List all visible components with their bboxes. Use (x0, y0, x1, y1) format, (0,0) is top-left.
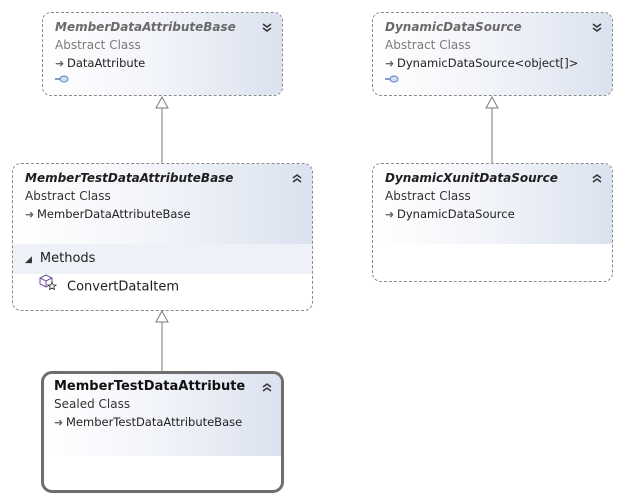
base-class-name: DynamicDataSource<object[]> (397, 56, 579, 70)
collapse-triangle-icon[interactable]: ◢ (25, 255, 32, 265)
base-class-line: ➜DataAttribute (55, 54, 270, 73)
section-label: Methods (39, 251, 96, 266)
base-class-line: ➜DynamicDataSource (385, 205, 600, 224)
base-class-name: DataAttribute (67, 56, 146, 70)
inherits-arrow-icon: ➜ (385, 208, 395, 221)
methods-section-header[interactable]: ◢ Methods (13, 244, 312, 274)
method-name: ConvertDataItem (67, 279, 180, 295)
class-header: DynamicXunitDataSource Abstract Class ➜D… (373, 164, 612, 244)
interface-lollipop-icon (55, 73, 270, 83)
class-box-dynamic-xunit-data-source[interactable]: DynamicXunitDataSource Abstract Class ➜D… (372, 163, 613, 282)
inherits-arrow-icon: ➜ (25, 208, 35, 221)
class-name: MemberDataAttributeBase (55, 20, 236, 34)
class-header: MemberTestDataAttribute Sealed Class ➜Me… (44, 374, 281, 456)
class-kind: Abstract Class (25, 189, 111, 203)
inheritance-arrowhead-mtdab (155, 309, 169, 323)
inheritance-arrowhead-mdab (155, 95, 169, 109)
base-class-name: DynamicDataSource (397, 207, 515, 221)
inherits-arrow-icon: ➜ (54, 416, 64, 429)
class-name: DynamicDataSource (385, 20, 522, 34)
inherits-arrow-icon: ➜ (385, 57, 395, 70)
class-name: MemberTestDataAttribute (54, 379, 246, 394)
base-class-line: ➜MemberTestDataAttributeBase (54, 413, 271, 432)
interface-lollipop-icon (385, 73, 600, 83)
collapse-chevron-icon[interactable] (291, 170, 303, 183)
class-box-member-test-data-attribute-base[interactable]: MemberTestDataAttributeBase Abstract Cla… (12, 163, 313, 311)
class-header: DynamicDataSource Abstract Class ➜Dynami… (373, 13, 612, 95)
method-item[interactable]: ConvertDataItem (13, 274, 312, 300)
class-kind: Sealed Class (54, 397, 131, 411)
base-class-line: ➜DynamicDataSource<object[]> (385, 54, 600, 73)
base-class-line: ➜MemberDataAttributeBase (25, 205, 300, 224)
class-kind: Abstract Class (55, 38, 141, 52)
abstract-method-icon (39, 274, 58, 300)
class-kind: Abstract Class (385, 38, 471, 52)
expand-chevron-icon[interactable] (591, 19, 603, 32)
class-box-dynamic-data-source[interactable]: DynamicDataSource Abstract Class ➜Dynami… (372, 12, 613, 96)
collapse-chevron-icon[interactable] (591, 170, 603, 183)
class-name: MemberTestDataAttributeBase (25, 171, 234, 185)
class-box-member-data-attribute-base[interactable]: MemberDataAttributeBase Abstract Class ➜… (42, 12, 283, 96)
class-kind: Abstract Class (385, 189, 471, 203)
base-class-name: MemberTestDataAttributeBase (66, 415, 243, 429)
class-header: MemberTestDataAttributeBase Abstract Cla… (13, 164, 312, 244)
base-class-name: MemberDataAttributeBase (37, 207, 191, 221)
class-header: MemberDataAttributeBase Abstract Class ➜… (43, 13, 282, 95)
inheritance-arrowhead-dds (485, 95, 499, 109)
expand-chevron-icon[interactable] (261, 19, 273, 32)
inherits-arrow-icon: ➜ (55, 57, 65, 70)
class-box-member-test-data-attribute[interactable]: MemberTestDataAttribute Sealed Class ➜Me… (41, 371, 284, 493)
collapse-chevron-icon[interactable] (261, 379, 273, 392)
class-name: DynamicXunitDataSource (385, 171, 558, 185)
